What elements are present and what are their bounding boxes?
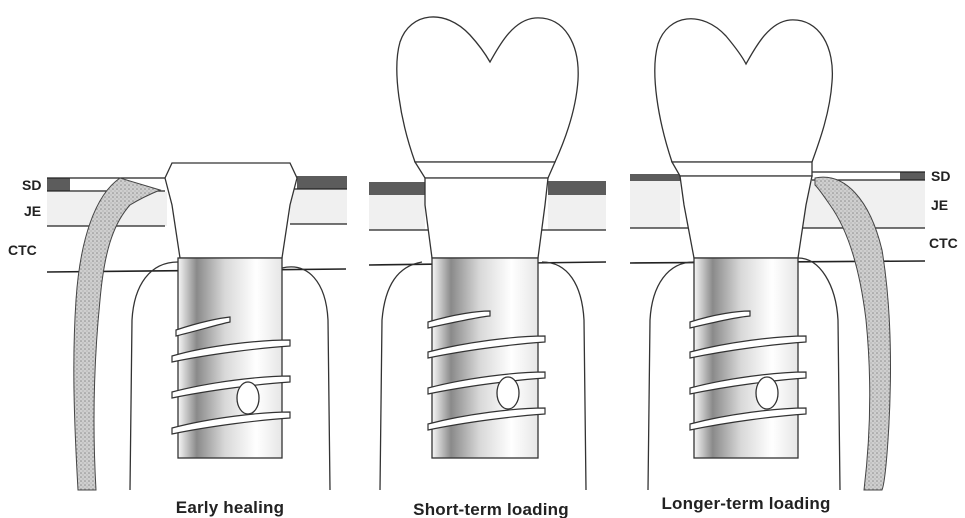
implant-abutment bbox=[680, 176, 812, 258]
sulcular-epithelium-band bbox=[630, 174, 680, 181]
implant-abutment bbox=[165, 163, 297, 258]
alveolar-bone-outline bbox=[380, 262, 422, 490]
sd-label: SD bbox=[22, 177, 41, 193]
implant-abutment bbox=[415, 162, 555, 178]
crown bbox=[397, 17, 578, 162]
implant-vent-hole bbox=[756, 377, 778, 409]
crown bbox=[655, 19, 833, 162]
right-side-labels: SD JE CTC bbox=[929, 168, 958, 251]
ctc-label: CTC bbox=[8, 242, 37, 258]
implant-body bbox=[694, 258, 798, 458]
panel-longer-term-loading: Longer-term loading bbox=[630, 19, 925, 513]
junctional-epithelium-band bbox=[290, 190, 347, 224]
alveolar-bone-outline bbox=[648, 262, 694, 490]
implant-abutment bbox=[672, 162, 812, 176]
junctional-epithelium-band bbox=[630, 181, 680, 228]
junctional-epithelium-band bbox=[369, 195, 425, 230]
sulcular-epithelium-band bbox=[297, 176, 347, 189]
alveolar-bone-outline bbox=[130, 262, 178, 490]
panel-caption: Short-term loading bbox=[413, 500, 569, 518]
implant-vent-hole bbox=[497, 377, 519, 409]
sulcular-epithelium-band bbox=[369, 182, 425, 195]
panel-caption: Longer-term loading bbox=[661, 494, 830, 513]
je-label: JE bbox=[931, 197, 948, 213]
panel-short-term-loading: Short-term loading bbox=[369, 17, 606, 518]
panel-early-healing: Early healing bbox=[47, 163, 347, 517]
ctc-label: CTC bbox=[929, 235, 958, 251]
alveolar-bone-outline bbox=[542, 262, 586, 490]
implant-abutment bbox=[425, 178, 548, 258]
implant-body bbox=[432, 258, 538, 458]
sulcular-epithelium-band bbox=[900, 172, 925, 180]
implant-vent-hole bbox=[237, 382, 259, 414]
sulcular-epithelium-band bbox=[548, 181, 606, 195]
sulcular-epithelium-band bbox=[47, 178, 70, 191]
panel-caption: Early healing bbox=[176, 498, 284, 517]
sd-label: SD bbox=[931, 168, 950, 184]
je-label: JE bbox=[24, 203, 41, 219]
left-side-labels: SD JE CTC bbox=[8, 177, 41, 258]
junctional-epithelium-band bbox=[548, 195, 606, 230]
